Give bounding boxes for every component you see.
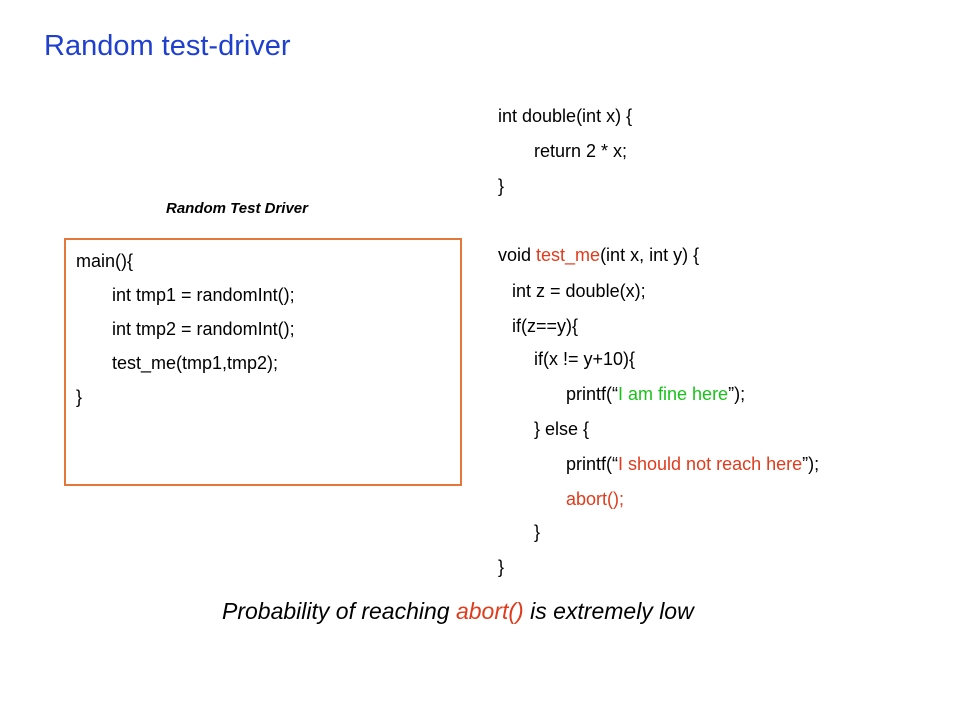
code-text: ”);: [802, 454, 820, 474]
code-line: printf(“I should not reach here”);: [566, 455, 819, 473]
driver-label: Random Test Driver: [166, 200, 308, 217]
code-text: void: [498, 245, 537, 265]
code-line: int z = double(x);: [512, 281, 646, 301]
code-line-abort: abort();: [566, 489, 625, 509]
footnote-text: Probability of reaching: [222, 598, 456, 624]
code-text: printf(“: [566, 384, 619, 404]
driver-line: main(){: [76, 251, 134, 271]
driver-line: }: [76, 387, 83, 407]
driver-line: test_me(tmp1,tmp2);: [112, 353, 279, 373]
code-line: }: [498, 557, 505, 577]
footnote-text: is extremely low: [523, 598, 694, 624]
footnote-highlight: abort(): [455, 598, 524, 624]
code-line: if(z==y){: [512, 316, 579, 336]
code-line: return 2 * x;: [534, 141, 628, 161]
code-line: if(x != y+10){: [534, 349, 636, 369]
driver-code-box: main(){ int tmp1 = randomInt(); int tmp2…: [64, 238, 462, 486]
code-line: }: [498, 176, 505, 196]
code-text: printf(“: [566, 454, 619, 474]
code-line: } else {: [534, 419, 590, 439]
driver-line: int tmp2 = randomInt();: [112, 319, 295, 339]
string-literal: I should not reach here: [618, 454, 803, 474]
string-literal: I am fine here: [618, 384, 729, 404]
code-line: int double(int x) {: [498, 106, 633, 126]
code-line: void test_me(int x, int y) {: [498, 246, 699, 264]
driver-line: int tmp1 = randomInt();: [112, 285, 295, 305]
code-text: ”);: [728, 384, 746, 404]
function-name: test_me: [536, 245, 601, 265]
footnote: Probability of reaching abort() is extre…: [222, 598, 694, 625]
code-line: }: [534, 522, 541, 542]
code-line: printf(“I am fine here”);: [566, 385, 745, 403]
code-text: (int x, int y) {: [600, 245, 700, 265]
slide-title: Random test-driver: [44, 30, 291, 62]
